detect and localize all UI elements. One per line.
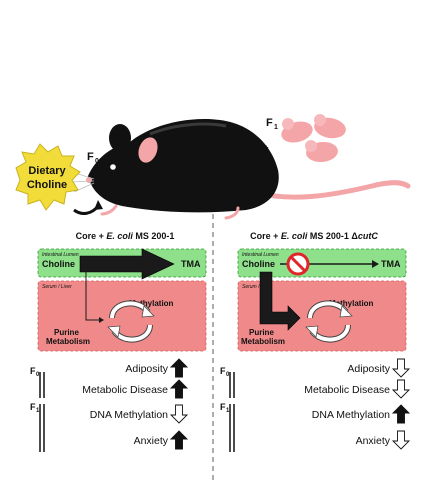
up-arrow-icon bbox=[169, 358, 189, 378]
dietary-choline-badge: Dietary Choline bbox=[15, 143, 81, 211]
right-panel-outcome-label: Anxiety bbox=[356, 435, 391, 447]
adult-mouse bbox=[69, 118, 411, 220]
pup-3-head bbox=[305, 140, 317, 152]
left-lumen-label: Intestinal Lumen bbox=[42, 252, 79, 258]
svg-text:F: F bbox=[30, 402, 36, 412]
feeding-arrowhead bbox=[94, 200, 103, 210]
up-arrow-icon bbox=[391, 404, 411, 424]
svg-text:1: 1 bbox=[274, 124, 278, 131]
right-heading: Core + E. coli MS 200-1 ΔcutC bbox=[250, 231, 378, 241]
left-generation-brackets: F 0 F 1 bbox=[30, 366, 45, 452]
mouse-body bbox=[88, 118, 279, 213]
left-methylation-cycle bbox=[107, 300, 155, 343]
right-lumen-label: Intestinal Lumen bbox=[242, 252, 279, 258]
left-choline: Choline bbox=[42, 259, 75, 269]
svg-text:F: F bbox=[266, 117, 273, 129]
mouse-tail bbox=[252, 180, 411, 200]
mouse-fur-highlight bbox=[149, 122, 227, 136]
left-panel-outcome-label: Adiposity bbox=[125, 363, 168, 375]
left-heading: Core + E. coli MS 200-1 bbox=[76, 231, 175, 241]
left-panel: Core + E. coli MS 200-1 Intestinal Lumen… bbox=[30, 231, 207, 452]
right-panel-outcome-label: DNA Methylation bbox=[312, 409, 390, 421]
svg-text:F: F bbox=[220, 366, 226, 376]
right-choline-cycle-arrow bbox=[259, 271, 301, 331]
f1-pups bbox=[281, 114, 346, 163]
down-arrow-icon bbox=[391, 379, 411, 399]
right-panel-outcome-label: Metabolic Disease bbox=[304, 384, 390, 396]
right-choline-tma-arrowhead bbox=[372, 260, 379, 268]
svg-text:1: 1 bbox=[36, 408, 40, 414]
pup-1-head bbox=[282, 118, 294, 130]
left-liver-label: Serum / Liver bbox=[42, 284, 72, 290]
left-liver-box bbox=[37, 280, 207, 352]
svg-text:0: 0 bbox=[226, 372, 230, 378]
svg-text:F: F bbox=[30, 366, 36, 376]
no-sign-icon bbox=[286, 252, 310, 276]
right-liver-box bbox=[237, 280, 407, 352]
pup-2-head bbox=[314, 114, 326, 126]
plus-sign: + bbox=[264, 143, 269, 152]
up-arrow-icon bbox=[169, 379, 189, 399]
left-methylation: Methylation bbox=[129, 299, 174, 308]
svg-text:Choline: Choline bbox=[27, 179, 67, 191]
mouse-front-foot bbox=[100, 204, 118, 216]
right-panel: Core + E. coli MS 200-1 ΔcutC Intestinal… bbox=[220, 231, 411, 452]
right-liver-label: Serum / Liver bbox=[242, 284, 272, 290]
svg-text:1: 1 bbox=[226, 408, 230, 414]
right-methylation: Methylation bbox=[329, 299, 374, 308]
svg-text:0: 0 bbox=[36, 372, 40, 378]
right-choline: Choline bbox=[242, 259, 275, 269]
svg-text:F: F bbox=[87, 151, 94, 163]
down-arrow-icon bbox=[391, 358, 411, 378]
mouse-ear-front bbox=[138, 137, 158, 163]
left-tma: TMA bbox=[181, 259, 201, 269]
right-lumen-box bbox=[237, 248, 407, 278]
mouse-ear-back bbox=[109, 124, 131, 152]
mouse-eye bbox=[110, 164, 116, 170]
left-panel-outcome-label: Anxiety bbox=[134, 435, 169, 447]
right-methylation-cycle bbox=[305, 300, 353, 343]
f0-label: F 0 bbox=[87, 151, 99, 165]
choline-splash bbox=[15, 143, 81, 211]
right-generation-brackets: F 0 F 1 bbox=[220, 366, 235, 452]
down-arrow-icon bbox=[169, 404, 189, 424]
svg-text:0: 0 bbox=[95, 158, 99, 165]
left-choline-cycle-arrowhead bbox=[99, 317, 104, 323]
mouse-back-foot bbox=[224, 206, 240, 220]
left-panel-outcome-label: DNA Methylation bbox=[90, 409, 168, 421]
svg-text:F: F bbox=[220, 402, 226, 412]
up-arrow-icon bbox=[169, 430, 189, 450]
left-choline-tma-arrow bbox=[79, 248, 175, 280]
left-choline-cycle-arrow bbox=[85, 270, 100, 321]
f1-label: F 1 bbox=[266, 117, 278, 131]
svg-text:Dietary: Dietary bbox=[28, 165, 66, 177]
right-panel-outcome-label: Adiposity bbox=[347, 363, 390, 375]
left-panel-outcome-label: Metabolic Disease bbox=[82, 384, 168, 396]
down-arrow-icon bbox=[391, 430, 411, 450]
right-tma: TMA bbox=[381, 259, 401, 269]
